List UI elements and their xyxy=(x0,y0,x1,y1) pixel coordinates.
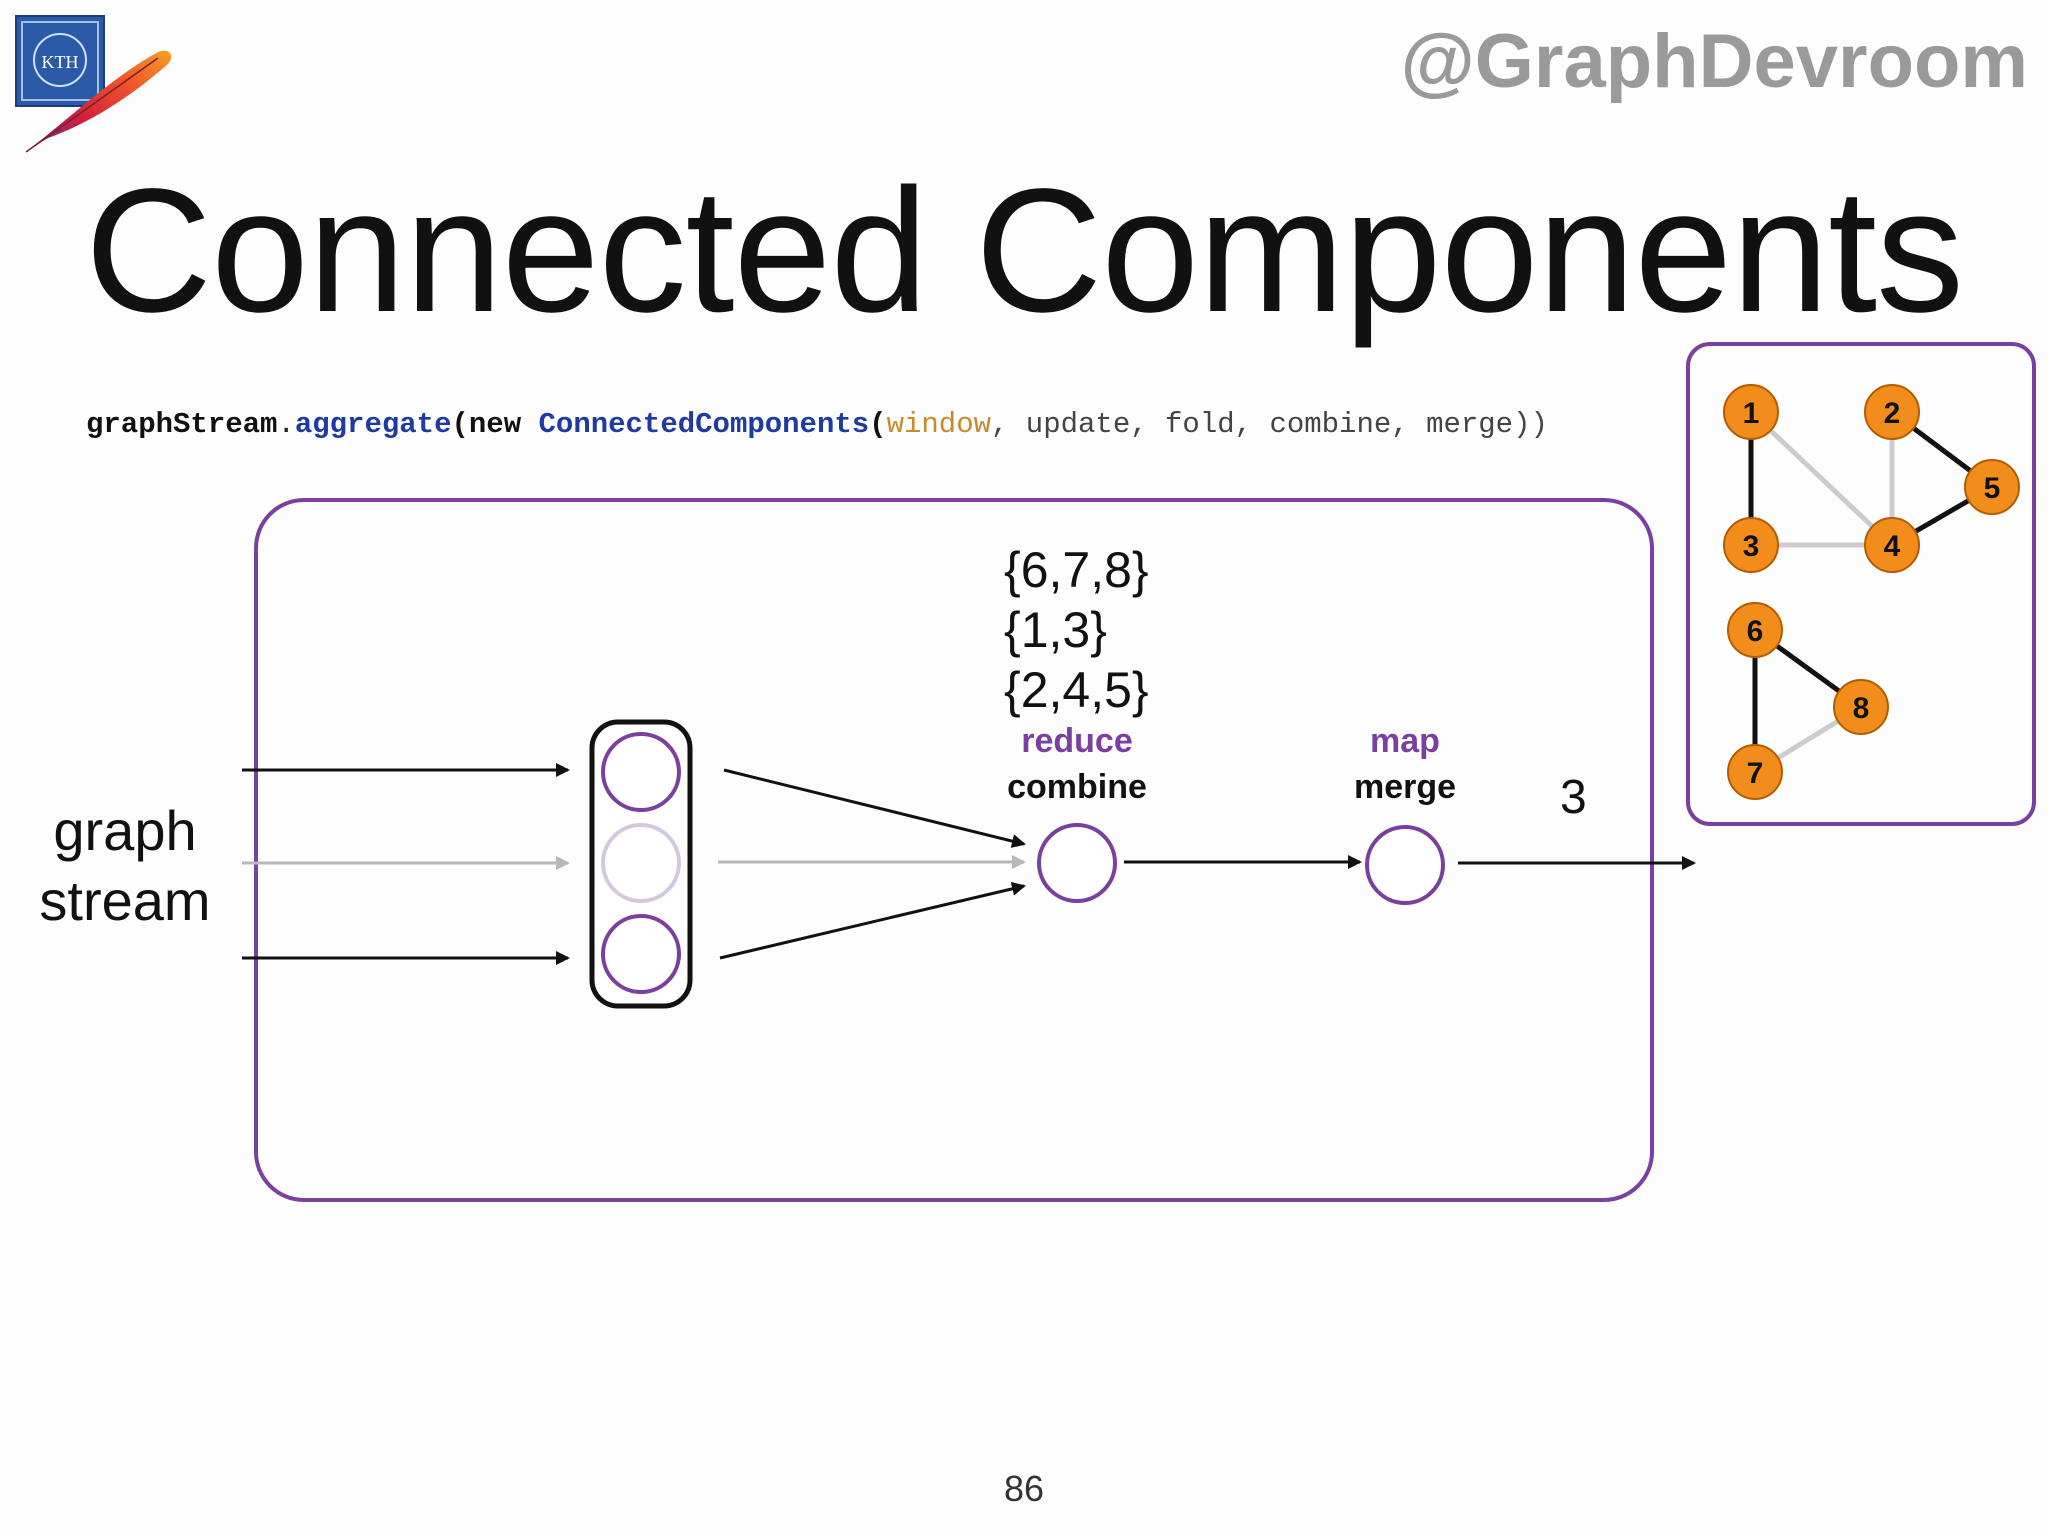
graph-node-3-label: 3 xyxy=(1743,530,1760,563)
code-snippet: graphStream.aggregate(new ConnectedCompo… xyxy=(86,408,1548,441)
slide-title: Connected Components xyxy=(84,153,1964,349)
output-count: 3 xyxy=(1560,771,1587,824)
code-arg-window: window xyxy=(886,408,991,441)
kth-apache-feather-logo: KTH xyxy=(15,15,172,153)
partition-node-top xyxy=(601,732,681,812)
graph-node-8: 8 xyxy=(1833,679,1889,735)
fold-arrow-bottom xyxy=(719,881,1026,960)
graph-stream-line1: graph xyxy=(53,799,197,862)
graph-node-2: 2 xyxy=(1864,384,1920,440)
graph-node-5-label: 5 xyxy=(1984,472,2001,505)
code-class-name: ConnectedComponents xyxy=(538,408,870,441)
graph-node-1: 1 xyxy=(1723,384,1779,440)
graph-node-1-label: 1 xyxy=(1743,397,1760,430)
component-set: {6,7,8} xyxy=(1004,542,1149,598)
page-number: 86 xyxy=(1003,1468,1045,1509)
graph-node-7: 7 xyxy=(1727,744,1783,800)
graph-node-8-label: 8 xyxy=(1853,692,1870,725)
graph-stream-line2: stream xyxy=(39,869,211,932)
partition-node-bottom xyxy=(601,914,681,994)
combine-node xyxy=(1037,823,1117,903)
graph-stream-label: graph stream xyxy=(30,796,220,936)
graph-node-5: 5 xyxy=(1964,459,2020,515)
twitter-handle: @GraphDevroom xyxy=(1400,19,2028,104)
svg-text:KTH: KTH xyxy=(42,52,79,72)
example-graph-panel xyxy=(1686,342,2036,826)
graph-node-4: 4 xyxy=(1864,517,1920,573)
merge-node xyxy=(1365,825,1445,905)
reduce-label: reduce xyxy=(1021,722,1133,760)
graph-node-6-label: 6 xyxy=(1747,615,1764,648)
graph-node-7-label: 7 xyxy=(1747,757,1764,790)
graph-node-4-label: 4 xyxy=(1884,530,1901,563)
map-label: map xyxy=(1370,722,1440,760)
code-open-paren-2: ( xyxy=(869,408,887,441)
merge-label: merge xyxy=(1353,768,1457,806)
component-set: {1,3} xyxy=(1004,602,1107,658)
fold-arrow-top xyxy=(723,768,1026,848)
code-rest-args: , update, fold, combine, merge)) xyxy=(991,408,1548,441)
code-keyword-new: new xyxy=(468,408,522,441)
graph-node-2-label: 2 xyxy=(1884,397,1901,430)
combine-label: combine xyxy=(1007,768,1147,806)
graph-node-6: 6 xyxy=(1727,602,1783,658)
code-method: aggregate xyxy=(294,408,452,441)
graph-node-3: 3 xyxy=(1723,517,1779,573)
component-set: {2,4,5} xyxy=(1004,662,1149,718)
code-object: graphStream xyxy=(86,408,278,441)
partition-node-middle xyxy=(601,823,681,903)
code-dot: . xyxy=(277,408,295,441)
edge-1-4 xyxy=(1749,410,1894,547)
component-sets: {6,7,8} {1,3} {2,4,5} xyxy=(1004,540,1149,720)
code-open-paren: ( xyxy=(451,408,469,441)
operator-frame xyxy=(254,498,1654,1202)
